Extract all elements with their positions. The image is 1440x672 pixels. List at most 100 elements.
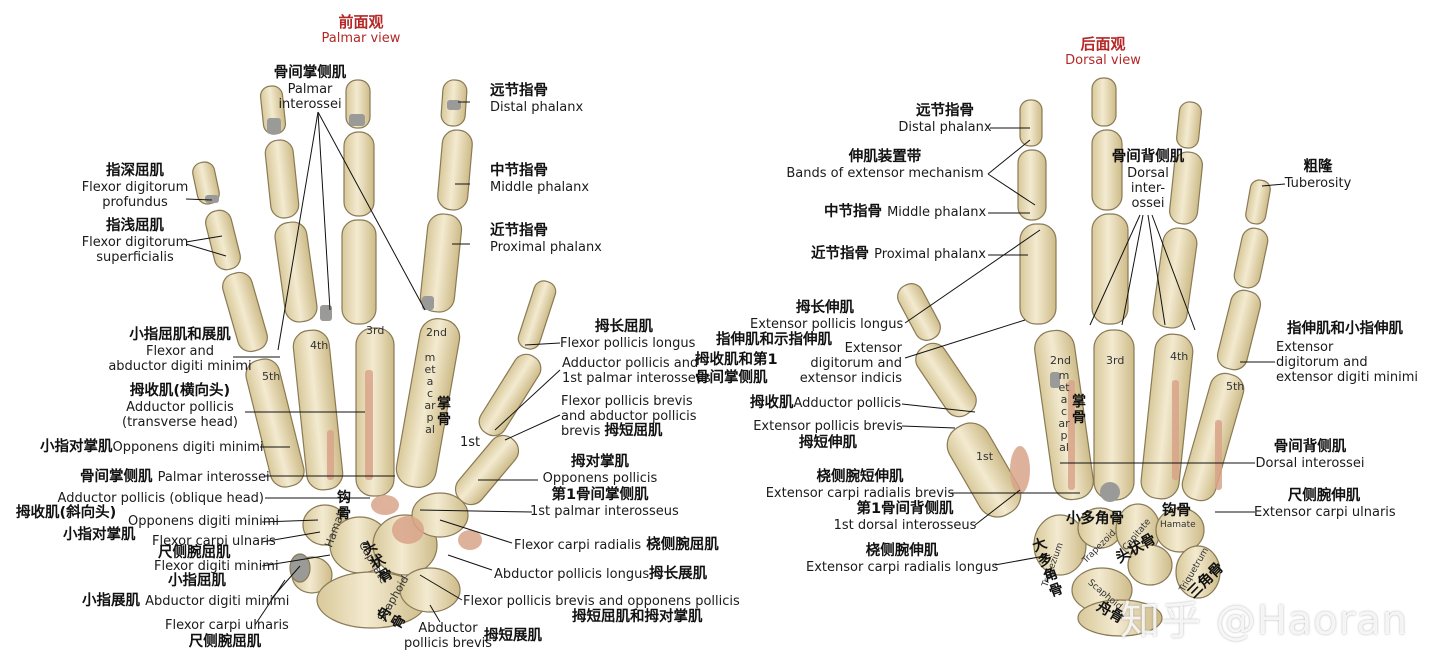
label-tuberosity: 粗隆 Tuberosity xyxy=(1280,158,1356,191)
label-en: Distal phalanx xyxy=(490,100,584,115)
label-en: inter- xyxy=(1130,181,1166,196)
label-epb: Extensor pollicis brevis 拇短伸肌 xyxy=(752,419,904,452)
label-fcu2: Flexor carpi ulnaris 尺侧腕屈肌 xyxy=(165,618,289,651)
label-zh: 拇收肌和第1 xyxy=(695,352,778,368)
label-en: extensor indicis xyxy=(799,371,902,386)
label-fdm-abductor: 小指屈肌和展肌 Flexor and abductor digiti minim… xyxy=(100,326,260,374)
bone-4th-palmar: 4th xyxy=(310,339,329,352)
label-en: Abductor xyxy=(418,621,478,636)
label-en: Flexor pollicis brevis xyxy=(561,394,693,409)
label-en: 1st xyxy=(460,435,481,450)
label-en: Tuberosity xyxy=(1284,176,1352,191)
label-zh: 尺侧腕伸肌 xyxy=(1287,488,1361,504)
label-adductor-1st-pi: Adductor pollicis and 1st palmar interos… xyxy=(562,356,711,386)
label-zh: 小指对掌肌 xyxy=(63,527,136,543)
label-palmar-interossei-top: 骨间掌侧肌 Palmar interossei xyxy=(255,64,365,112)
label-zh: 拇收肌 xyxy=(750,395,794,411)
bone-3rd-dorsal: 3rd xyxy=(1106,354,1125,367)
label-en: digitorum and xyxy=(810,356,902,371)
label-zh: 拇长屈肌 xyxy=(595,319,653,335)
label-odm2-zh: 小指对掌肌 xyxy=(63,526,136,544)
label-edm: 指伸肌和小指伸肌 xyxy=(1270,320,1420,338)
label-fpl: 拇长屈肌 Flexor pollicis longus xyxy=(560,318,696,351)
palmar-title-zh: 前面观 xyxy=(338,13,384,31)
dorsal-view-title: 后面观 Dorsal view xyxy=(1023,35,1183,69)
bone-5th-dorsal: 5th xyxy=(1226,380,1245,393)
label-en: Flexor pollicis brevis and opponens poll… xyxy=(463,594,740,609)
label-zh: 桡侧腕短伸肌 xyxy=(816,469,904,485)
label-en: Adductor pollicis and xyxy=(562,356,699,371)
label-en: Flexor and xyxy=(145,344,215,359)
label-zh: 骨间掌侧肌 xyxy=(695,370,768,386)
label-zh: 尺侧腕屈肌 xyxy=(188,634,262,650)
palmar-cartilage xyxy=(205,100,461,321)
palmar-finger-2 xyxy=(395,79,473,488)
label-en: Flexor digitorum xyxy=(81,180,189,195)
label-en: extensor digiti minimi xyxy=(1276,370,1418,385)
label-en: Flexor carpi radialis xyxy=(514,538,642,553)
label-zh: 小指屈肌 xyxy=(168,573,226,589)
bone-3rd-palmar: 3rd xyxy=(366,324,385,337)
label-fpb-apb: Flexor pollicis brevis and abductor poll… xyxy=(561,394,697,439)
label-zh: 中节指骨 xyxy=(490,163,548,179)
label-epl: 拇长伸肌 Extensor pollicis longus xyxy=(750,299,904,332)
label-odm: 小指对掌肌Opponens digiti minimi xyxy=(40,438,264,456)
label-distal-phalanx-dorsal: 远节指骨 Distal phalanx xyxy=(885,102,1005,135)
label-en: Abductor pollicis longus xyxy=(494,567,650,582)
dorsal-cartilage xyxy=(1050,372,1120,502)
label-zh: 近节指骨 xyxy=(490,223,548,239)
label-zh: 拇收肌(斜向头) xyxy=(16,505,117,521)
label-ecrl: 桡侧腕伸肌 Extensor carpi radialis longus xyxy=(806,542,998,575)
label-zh: 指伸肌和示指伸肌 xyxy=(716,332,832,348)
dorsal-title-zh: 后面观 xyxy=(1080,35,1126,53)
label-zh: 第1骨间掌侧肌 xyxy=(551,487,649,503)
label-bands-extensor: 伸肌装置带 Bands of extensor mechanism xyxy=(780,148,990,181)
bone-1st-dorsal: 1st xyxy=(976,450,994,463)
label-en: Adductor pollicis xyxy=(126,400,234,415)
palmar-thumb xyxy=(454,280,557,506)
label-en: brevis xyxy=(561,424,601,439)
label-zh: 粗隆 xyxy=(1303,159,1333,175)
label-en: interossei xyxy=(278,97,342,112)
label-zh: 拇短屈肌 xyxy=(604,423,663,439)
label-zh: 桡侧腕伸肌 xyxy=(865,543,939,559)
label-fdminimi-zh: 小指屈肌 xyxy=(168,572,226,590)
label-apl: Abductor pollicis longus拇长展肌 xyxy=(494,565,707,583)
label-apb: Abductor pollicis brevis xyxy=(398,621,498,651)
bone-hamate-zh-dorsal: 钩骨 xyxy=(1162,502,1191,519)
dorsal-finger-2 xyxy=(1017,99,1094,501)
bone-metacarpal-zh-palmar: 掌骨 xyxy=(437,396,451,428)
bone-metacarpal-zh-dorsal: 掌骨 xyxy=(1072,394,1086,426)
bone-metacarpal-palmar: metacarpal xyxy=(424,351,436,436)
label-en: Extensor carpi radialis brevis xyxy=(765,486,955,501)
label-zh: 小指展肌 xyxy=(82,593,140,609)
label-en: Abductor digiti minimi xyxy=(145,594,290,609)
bone-2nd-dorsal: 2nd xyxy=(1050,354,1071,367)
label-zh: 近节指骨 xyxy=(811,246,869,262)
label-edi: Extensor digitorum and extensor indicis xyxy=(780,341,902,386)
label-zh: 拇对掌肌 xyxy=(571,454,629,470)
label-en: Extensor pollicis longus xyxy=(750,317,904,332)
label-palmar-interossei: 骨间掌侧肌 Palmar interossei xyxy=(80,468,270,486)
label-zh: 钩骨 xyxy=(1162,503,1191,519)
label-en: Proximal phalanx xyxy=(490,240,602,255)
label-en: Flexor pollicis longus xyxy=(560,336,696,351)
label-fpb-opponens-zh: 拇短屈肌和拇对掌肌 xyxy=(572,608,703,626)
label-zh: 小指对掌肌 xyxy=(40,439,113,455)
palmar-view-title: 前面观 Palmar view xyxy=(281,13,441,47)
label-en: Opponens digiti minimi xyxy=(112,440,264,455)
palmar-finger-3 xyxy=(341,79,395,497)
label-zh: 桡侧腕屈肌 xyxy=(646,537,719,553)
label-en: Bands of extensor mechanism xyxy=(786,166,984,181)
label-opponens-pollicis: 拇对掌肌 Opponens pollicis xyxy=(540,453,660,486)
label-en: Opponens digiti minimi xyxy=(128,514,280,529)
bone-5th-palmar: 5th xyxy=(262,370,281,383)
label-zh: 指深屈肌 xyxy=(106,163,164,179)
label-zh: 拇短屈肌和拇对掌肌 xyxy=(572,609,703,625)
label-zh: 拇短伸肌 xyxy=(799,435,857,451)
label-edi-zh: 指伸肌和示指伸肌 xyxy=(716,331,832,349)
watermark: 知乎 @Haoran xyxy=(1120,598,1409,644)
bone-2nd-palmar: 2nd xyxy=(426,326,447,339)
label-zh: 指浅屈肌 xyxy=(106,218,164,234)
